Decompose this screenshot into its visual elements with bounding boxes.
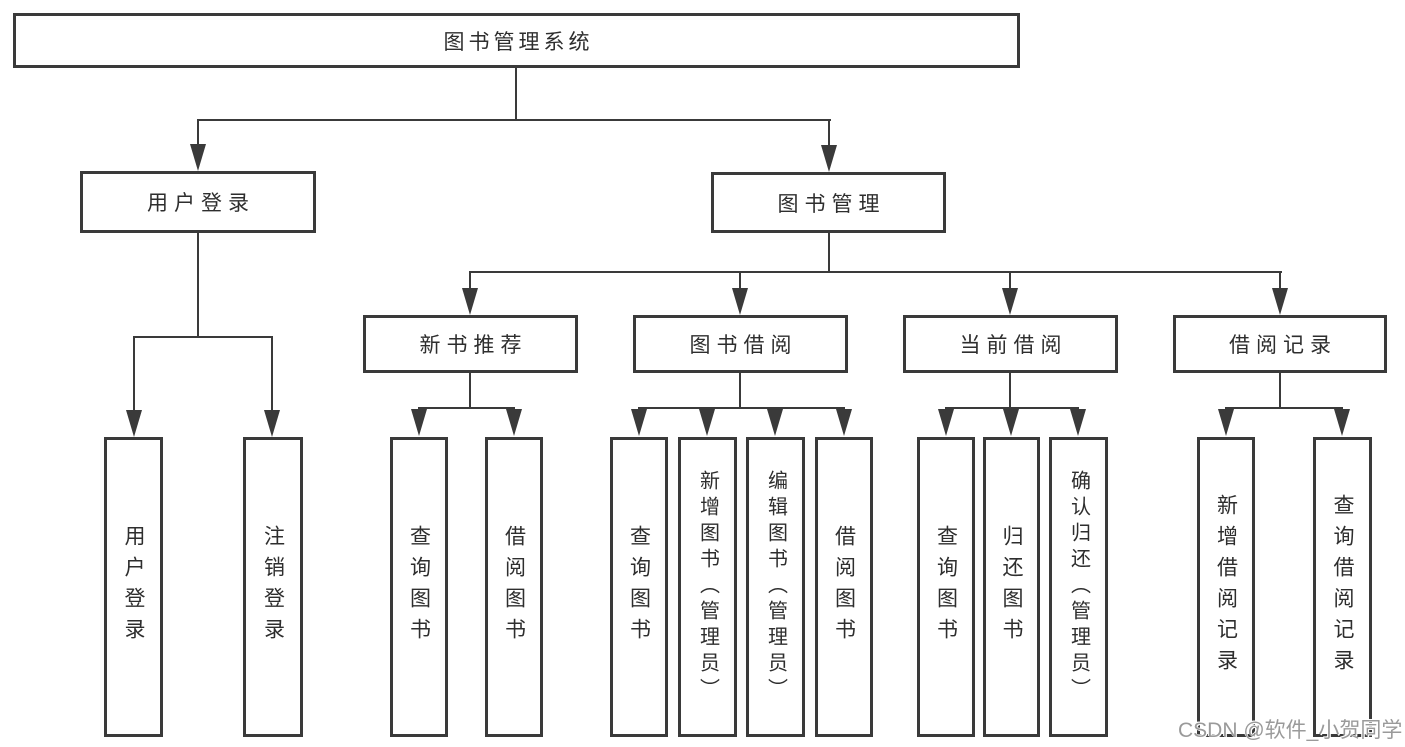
connector-drop-borrowing bbox=[739, 271, 741, 288]
connector-records-bus bbox=[1225, 407, 1343, 409]
arrowhead-borrow-books-2 bbox=[836, 409, 852, 436]
connector-borrowing-bus bbox=[638, 407, 845, 409]
connector-drop-user-login bbox=[197, 119, 199, 146]
connector-drop-new-book bbox=[469, 271, 471, 288]
connector-user-login-stem bbox=[197, 233, 199, 338]
arrowhead-query-record bbox=[1334, 409, 1350, 436]
leaf-borrow-books-recommend: 借阅图书 bbox=[485, 437, 543, 737]
arrowhead-book-management bbox=[821, 145, 837, 172]
node-root-library-system: 图书管理系统 bbox=[13, 13, 1020, 68]
leaf-return-books: 归还图书 bbox=[983, 437, 1040, 737]
arrowhead-query-books-1 bbox=[411, 409, 427, 436]
leaf-borrow-books: 借阅图书 bbox=[815, 437, 873, 737]
connector-drop-leaf-login bbox=[133, 336, 135, 410]
arrowhead-records bbox=[1272, 288, 1288, 315]
connector-current-stem bbox=[1009, 373, 1011, 410]
arrowhead-current bbox=[1002, 288, 1018, 315]
leaf-edit-books-admin: 编辑图书（管理员） bbox=[746, 437, 805, 737]
leaf-query-books-current: 查询图书 bbox=[917, 437, 975, 737]
connector-root-stem bbox=[515, 68, 517, 120]
connector-user-login-bus bbox=[133, 336, 273, 338]
connector-records-stem bbox=[1279, 373, 1281, 409]
arrowhead-borrowing bbox=[732, 288, 748, 315]
leaf-logout: 注销登录 bbox=[243, 437, 303, 737]
leaf-query-borrow-record: 查询借阅记录 bbox=[1313, 437, 1372, 737]
connector-drop-current bbox=[1009, 271, 1011, 288]
leaf-add-books-admin: 新增图书（管理员） bbox=[678, 437, 737, 737]
node-book-borrowing: 图书借阅 bbox=[633, 315, 848, 373]
leaf-query-books-borrowing: 查询图书 bbox=[610, 437, 668, 737]
arrowhead-borrow-books-1 bbox=[506, 409, 522, 436]
connector-drop-book-management bbox=[828, 119, 830, 146]
leaf-confirm-return-admin: 确认归还（管理员） bbox=[1049, 437, 1108, 737]
connector-book-mgmt-stem bbox=[828, 233, 830, 273]
arrowhead-confirm-return bbox=[1070, 409, 1086, 436]
connector-drop-records bbox=[1279, 271, 1281, 288]
arrowhead-add-books bbox=[699, 409, 715, 436]
node-new-book-recommend: 新书推荐 bbox=[363, 315, 578, 373]
connector-borrowing-stem bbox=[739, 373, 741, 409]
node-borrow-records: 借阅记录 bbox=[1173, 315, 1387, 373]
node-book-management: 图书管理 bbox=[711, 172, 946, 233]
arrowhead-query-books-2 bbox=[631, 409, 647, 436]
arrowhead-query-books-3 bbox=[938, 409, 954, 436]
csdn-watermark: CSDN @软件_小贺同学 bbox=[1178, 719, 1403, 742]
arrowhead-leaf-logout bbox=[264, 410, 280, 437]
leaf-add-borrow-record: 新增借阅记录 bbox=[1197, 437, 1255, 737]
connector-current-bus bbox=[945, 407, 1079, 409]
connector-new-book-bus bbox=[418, 407, 515, 409]
arrowhead-new-book bbox=[462, 288, 478, 315]
arrowhead-leaf-login bbox=[126, 410, 142, 437]
connector-new-book-stem bbox=[469, 373, 471, 409]
node-user-login: 用户登录 bbox=[80, 171, 316, 233]
leaf-user-login: 用户登录 bbox=[104, 437, 163, 737]
leaf-query-books-recommend: 查询图书 bbox=[390, 437, 448, 737]
arrowhead-user-login bbox=[190, 144, 206, 171]
connector-drop-leaf-logout bbox=[271, 336, 273, 410]
arrowhead-return-books bbox=[1003, 409, 1019, 436]
connector-book-mgmt-bus bbox=[469, 271, 1282, 273]
arrowhead-edit-books bbox=[767, 409, 783, 436]
node-current-borrowing: 当前借阅 bbox=[903, 315, 1118, 373]
connector-root-bus bbox=[197, 119, 831, 121]
arrowhead-add-record bbox=[1218, 409, 1234, 436]
